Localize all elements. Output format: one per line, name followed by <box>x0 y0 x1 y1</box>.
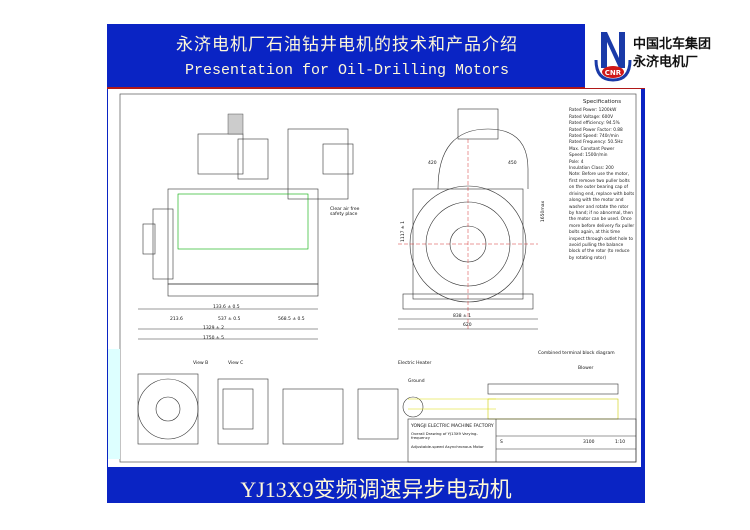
label-terminal-diagram: Combined terminal block diagram <box>538 351 615 356</box>
weight: 3100 <box>583 440 595 445</box>
spec-item: Rated efficiency: 94.5% <box>569 121 620 127</box>
spec-item: Rated Power Factor: 0.88 <box>569 127 623 133</box>
dim-133: 133.6 ± 0.5 <box>213 305 240 310</box>
title-chinese: 永济电机厂石油钻井电机的技术和产品介绍 <box>176 35 518 55</box>
spec-item: Max. Constant Power <box>569 146 615 152</box>
motor-schematic <box>108 93 637 463</box>
dim-1117: 1117 ± 1 <box>400 221 406 242</box>
title-english: Presentation for Oil-Drilling Motors <box>184 62 510 79</box>
dim-1650: 1650max <box>541 200 547 223</box>
dim-1750: 1750 ± 5 <box>203 336 224 341</box>
footer-title: YJ13X9变频调速异步电动机 <box>240 477 512 502</box>
stage: S <box>500 440 503 445</box>
logo-line-1: 中国北车集团 <box>633 37 712 52</box>
label-ground: Ground <box>408 379 425 384</box>
scale: 1:10 <box>615 440 626 445</box>
dim-1329: 1329 ± 2 <box>203 326 224 331</box>
divider <box>107 87 645 89</box>
label-view-b: View B <box>193 361 209 366</box>
logo-line-2: 永济电机厂 <box>633 55 699 70</box>
spec-item: Rated Frequency: 50.5Hz <box>569 140 623 146</box>
engineering-drawing: Specifications Rated Power: 1200kW Rated… <box>108 89 641 467</box>
drawing-title-2: Adjustable-speed Asynchronous Motor <box>411 444 484 449</box>
spec-item: Insulation Class: 200 <box>569 166 614 172</box>
dim-420: 420 <box>428 161 437 166</box>
company-logo: CNR 中国北车集团 永济电机厂 <box>585 24 730 88</box>
spec-item: Rated Speed: 740r/min <box>569 134 619 140</box>
slide: 永济电机厂石油钻井电机的技术和产品介绍 Presentation for Oil… <box>107 24 645 503</box>
spec-item: Rated Voltage: 600V <box>569 114 614 120</box>
logo-mark: CNR <box>605 69 622 77</box>
label-clear-air: Clear air free safety place <box>330 207 360 217</box>
spec-item: Pole: 4 <box>569 159 584 165</box>
cnr-logo-icon: CNR <box>594 32 632 82</box>
spec-item: Rated Power: 1200kW <box>569 108 617 114</box>
dim-537: 537 ± 0.5 <box>218 317 241 322</box>
label-blower: Blower <box>578 366 594 371</box>
drawing-title-1: Overall Drawing of YJ13X9 Varying-freque… <box>411 431 478 441</box>
label-view-c: View C <box>228 361 244 366</box>
dim-568: 568.5 ± 0.5 <box>278 317 305 322</box>
spec-item: Speed: 1500r/min <box>569 153 608 159</box>
dim-213: 213.6 <box>170 317 183 322</box>
factory-name: YONGJI ELECTRIC MACHINE FACTORY <box>411 424 494 429</box>
dim-620: 620 <box>463 323 472 328</box>
dim-838: 838 ± 1 <box>453 314 472 319</box>
dim-450: 450 <box>508 161 517 166</box>
label-electric-heater: Electric Heater <box>398 361 432 366</box>
spec-note: Note: Before use the motor, first remove… <box>569 172 635 261</box>
specifications-title: Specifications <box>582 99 622 105</box>
specifications-panel: Specifications Rated Power: 1200kW Rated… <box>569 99 635 262</box>
